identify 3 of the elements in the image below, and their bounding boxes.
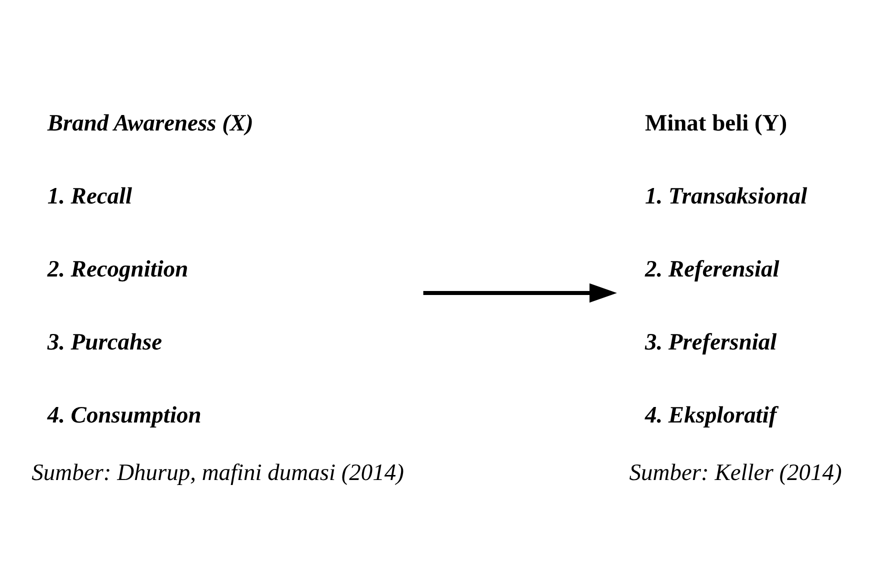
node-text: Brand Awareness (X) 1. Recall 2. Recognition 3. Purcahse 4. Consumption Sumber: Dhurup, mafini dumasi (2014) — [32, 110, 404, 486]
arrow — [423, 283, 617, 303]
node-text: Minat beli (Y) 1. Transaksional 2. Referensial 3. Prefersnial 4. Eksploratif Sumber: Keller (2014) — [629, 110, 842, 486]
